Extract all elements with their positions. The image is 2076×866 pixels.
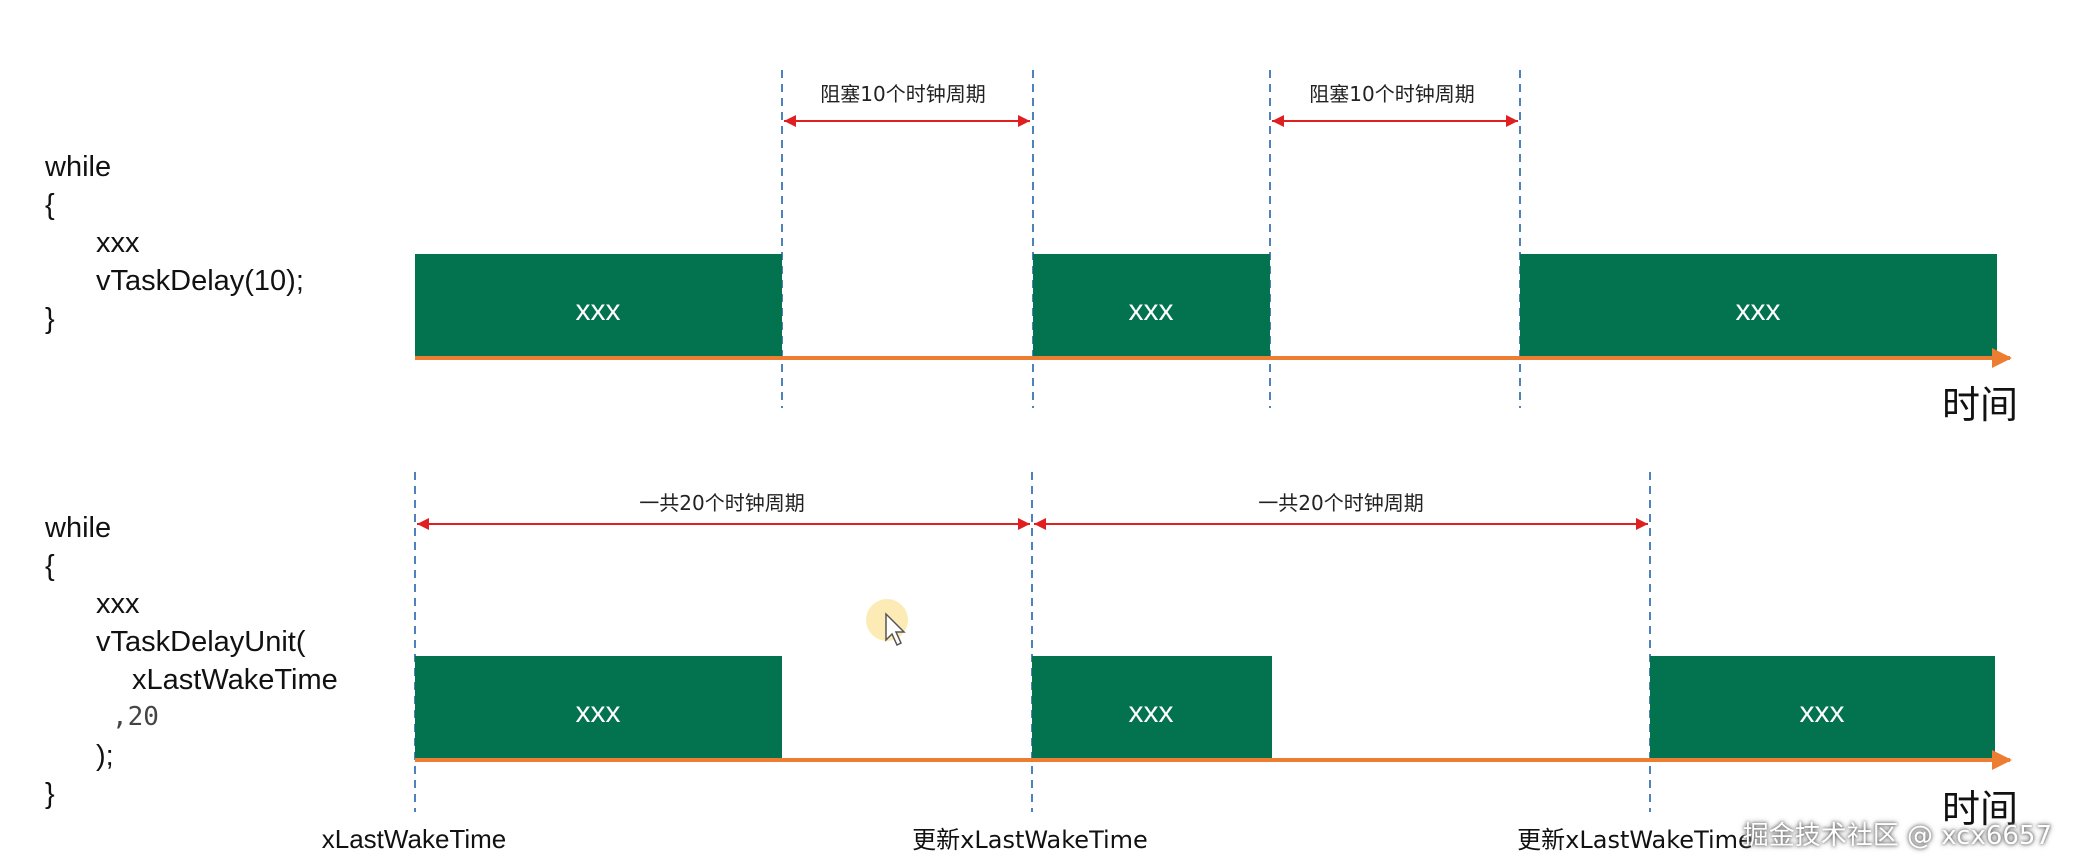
bottom-task-block-label-3: xxx bbox=[1800, 696, 1845, 729]
top-task-block-1 bbox=[415, 254, 782, 358]
bottom-code-delay-call: vTaskDelayUnit( bbox=[96, 626, 306, 658]
bottom-code-arg-period: ,20 bbox=[112, 702, 159, 732]
bottom-code-open-brace: { bbox=[45, 550, 55, 582]
bottom-interval-label-1: 一共20个时钟周期 bbox=[639, 491, 804, 515]
top-task-block-2 bbox=[1033, 254, 1270, 358]
cursor-pointer-icon bbox=[866, 599, 908, 647]
bottom-task-block-label-1: xxx bbox=[576, 696, 621, 729]
top-code-open-brace: { bbox=[45, 189, 55, 221]
top-interval-label-2: 阻塞10个时钟周期 bbox=[1309, 82, 1474, 106]
bottom-marker-label-3: 更新xLastWakeTime bbox=[1517, 826, 1753, 854]
bottom-task-block-1 bbox=[415, 656, 782, 760]
bottom-marker-label-2: 更新xLastWakeTime bbox=[912, 826, 1148, 854]
top-task-block-label-3: xxx bbox=[1736, 294, 1781, 327]
top-task-block-3 bbox=[1520, 254, 1997, 358]
top-interval-label-1: 阻塞10个时钟周期 bbox=[820, 82, 985, 106]
bottom-code-body: xxx bbox=[96, 588, 140, 620]
bottom-interval-label-2: 一共20个时钟周期 bbox=[1258, 491, 1423, 515]
top-code-delay-call: vTaskDelay(10); bbox=[96, 265, 304, 297]
watermark: 掘金技术社区 @ xcx6657 bbox=[1742, 821, 2052, 851]
top-code-close-brace: } bbox=[45, 303, 55, 335]
bottom-code-while: while bbox=[45, 512, 112, 544]
top-task-block-label-1: xxx bbox=[576, 294, 621, 327]
top-time-axis-label: 时间 bbox=[1942, 383, 2018, 427]
bottom-code-arg-wake-time: xLastWakeTime bbox=[132, 664, 338, 696]
top-code-body: xxx bbox=[96, 227, 140, 259]
top-code-while: while bbox=[45, 151, 112, 183]
bottom-task-block-3 bbox=[1650, 656, 1995, 760]
bottom-code-close-brace: } bbox=[45, 778, 55, 810]
bottom-task-block-label-2: xxx bbox=[1129, 696, 1174, 729]
bottom-marker-label-1: xLastWakeTime bbox=[322, 824, 506, 854]
bottom-time-axis-label: 时间 bbox=[1942, 787, 2018, 831]
top-task-block-label-2: xxx bbox=[1129, 294, 1174, 327]
bottom-code-close-paren: ); bbox=[96, 740, 114, 772]
bottom-task-block-2 bbox=[1032, 656, 1272, 760]
